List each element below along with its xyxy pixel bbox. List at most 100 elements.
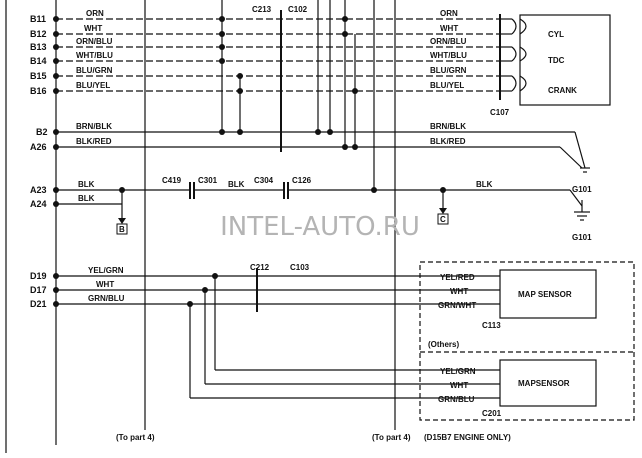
splice-dot — [315, 129, 321, 135]
wire-label-yel-grn-map2: YEL/GRN — [440, 367, 476, 376]
connector-c113: C113 — [482, 321, 501, 330]
pin-terminal — [53, 16, 59, 22]
connector-c301: C301 — [198, 176, 218, 185]
pin-label-b16: B16 — [30, 86, 47, 96]
wire-label-blk-right: BLK — [476, 180, 493, 189]
splice-dot — [119, 187, 125, 193]
pin-label-d21: D21 — [30, 299, 47, 309]
wire-label-wht-map1: WHT — [450, 287, 468, 296]
wire-label-orn-right: ORN — [440, 9, 458, 18]
wire-blk-g101 — [569, 189, 583, 207]
pin-terminal — [53, 201, 59, 207]
cyl-tdc-crank-sensor-box — [519, 14, 611, 106]
connector-c107: C107 — [490, 108, 510, 117]
pin-terminal — [53, 273, 59, 279]
pin-terminal — [53, 73, 59, 79]
note-to-part4-left: (To part 4) — [116, 433, 155, 442]
wire-label-orn-blu: ORN/BLU — [76, 37, 113, 46]
wire-label-blk-red: BLK/RED — [76, 137, 112, 146]
wire-label-brn-blk: BRN/BLK — [76, 122, 112, 131]
wire-to-g101 — [574, 131, 586, 169]
splice-dot — [187, 301, 193, 307]
wire-label-wht: WHT — [84, 24, 102, 33]
wire-label-brn-blk-right: BRN/BLK — [430, 122, 466, 131]
pin-label-a23: A23 — [30, 185, 47, 195]
note-others: (Others) — [428, 340, 459, 349]
wire-label-blu-yel-right: BLU/YEL — [430, 81, 464, 90]
map-sensor-1-label: MAP SENSOR — [518, 290, 572, 299]
pin-label-a24: A24 — [30, 199, 47, 209]
pin-terminal — [53, 44, 59, 50]
pin-label-b11: B11 — [30, 14, 46, 24]
sensor-label-crank: CRANK — [548, 86, 577, 95]
ref-label-c: C — [440, 215, 446, 224]
pin-terminal — [53, 301, 59, 307]
pin-terminal — [53, 129, 59, 135]
connector-c213: C213 — [252, 5, 272, 14]
map-sensor-2-box — [499, 359, 597, 407]
pin-label-b14: B14 — [30, 56, 47, 66]
splice-dot — [371, 187, 377, 193]
map-sensor-2-label: MAPSENSOR — [518, 379, 570, 388]
wire-label-blk-red-right: BLK/RED — [430, 137, 466, 146]
pin-label-b13: B13 — [30, 42, 47, 52]
wire-label-wht-blu-right: WHT/BLU — [430, 51, 467, 60]
wire-label-orn-blu-right: ORN/BLU — [430, 37, 467, 46]
wire-label-blu-grn: BLU/GRN — [76, 66, 113, 75]
connector-c102: C102 — [288, 5, 308, 14]
pin-label-a26: A26 — [30, 142, 47, 152]
crank-coil — [511, 75, 517, 92]
splice-dot — [237, 129, 243, 135]
wire-label-wht-blu: WHT/BLU — [76, 51, 113, 60]
pin-label-b15: B15 — [30, 71, 47, 81]
wire-label-grn-blu-map2: GRN/BLU — [438, 395, 475, 404]
connector-c201: C201 — [482, 409, 502, 418]
wire-label-blk-a24: BLK — [78, 194, 95, 203]
pin-terminal — [53, 88, 59, 94]
pin-label-d17: D17 — [30, 285, 47, 295]
ref-b-box — [116, 223, 128, 235]
splice-dot — [440, 187, 446, 193]
splice-dot — [342, 144, 348, 150]
wire-label-yel-grn: YEL/GRN — [88, 266, 124, 275]
splice-dot — [202, 287, 208, 293]
splice-dot — [219, 31, 225, 37]
splice-dot — [237, 73, 243, 79]
note-engine: (D15B7 ENGINE ONLY) — [424, 433, 511, 442]
splice-dot — [342, 31, 348, 37]
note-to-part4-right: (To part 4) — [372, 433, 411, 442]
splice-dot — [219, 44, 225, 50]
wire-label-blk-mid: BLK — [228, 180, 245, 189]
pin-terminal — [53, 287, 59, 293]
splice-dot — [327, 129, 333, 135]
ref-label-b: B — [119, 225, 125, 234]
wire-label-blk-a23: BLK — [78, 180, 95, 189]
splice-dot — [219, 58, 225, 64]
wire-label-blu-grn-right: BLU/GRN — [430, 66, 467, 75]
arrow-to-c — [439, 208, 447, 214]
splice-dot — [237, 88, 243, 94]
pin-label-b12: B12 — [30, 29, 47, 39]
wire-label-wht-map2: WHT — [450, 381, 468, 390]
sensor-label-tdc: TDC — [548, 56, 565, 65]
wire-label-orn: ORN — [86, 9, 104, 18]
tdc-coil-2 — [519, 46, 527, 62]
ground-label-g101-top: G101 — [572, 185, 592, 194]
wire-blk-red-end — [559, 146, 583, 169]
connector-c419: C419 — [162, 176, 182, 185]
watermark: INTEL-AUTO.RU — [220, 212, 420, 242]
tdc-coil — [511, 46, 517, 62]
connector-c304: C304 — [254, 176, 274, 185]
pin-terminal — [53, 31, 59, 37]
wire-label-blu-yel: BLU/YEL — [76, 81, 110, 90]
splice-dot — [352, 88, 358, 94]
pin-label-d19: D19 — [30, 271, 47, 281]
splice-dot — [352, 144, 358, 150]
splice-dot — [219, 129, 225, 135]
cyl-coil-1 — [511, 18, 517, 35]
pin-terminal — [53, 144, 59, 150]
arrow-to-b — [118, 218, 126, 224]
wire-label-yel-red: YEL/RED — [440, 273, 475, 282]
map-sensor-region — [419, 261, 635, 421]
